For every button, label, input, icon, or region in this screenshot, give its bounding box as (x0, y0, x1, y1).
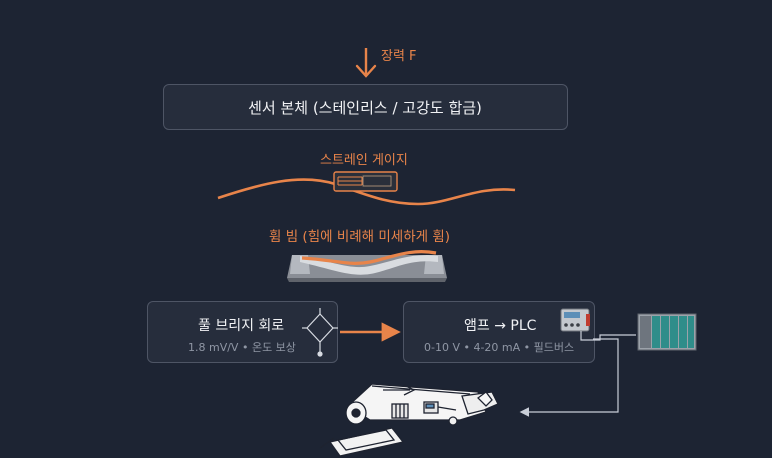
plc-rack-icon (637, 313, 697, 351)
strain-gauge-wire (217, 178, 516, 206)
force-label: 장력 F (381, 49, 417, 64)
bridge-title: 풀 브리지 회로 (198, 318, 285, 334)
bending-beam-label: 휨 빔 (힘에 비례해 미세하게 휨) (269, 229, 451, 245)
bridge-subtitle: 1.8 mV/V • 온도 보상 (188, 341, 296, 354)
sensor-body-box: 센서 본체 (스테인리스 / 고강도 합금) (163, 84, 568, 130)
bending-beam-icon (287, 250, 447, 282)
strain-gauge-label: 스트레인 게이지 (320, 153, 408, 168)
web-machine-icon (319, 383, 499, 457)
bridge-circuit-box: 풀 브리지 회로 1.8 mV/V • 온도 보상 (147, 301, 338, 363)
strain-gauge-icon (333, 171, 398, 192)
force-arrow-icon (355, 48, 377, 78)
amp-subtitle: 0-10 V • 4-20 mA • 필드버스 (424, 341, 575, 354)
amplifier-box: 앰프 → PLC 0-10 V • 4-20 mA • 필드버스 (403, 301, 595, 363)
sensor-body-label: 센서 본체 (스테인리스 / 고강도 합금) (248, 99, 482, 117)
amp-title: 앰프 → PLC (464, 318, 537, 334)
